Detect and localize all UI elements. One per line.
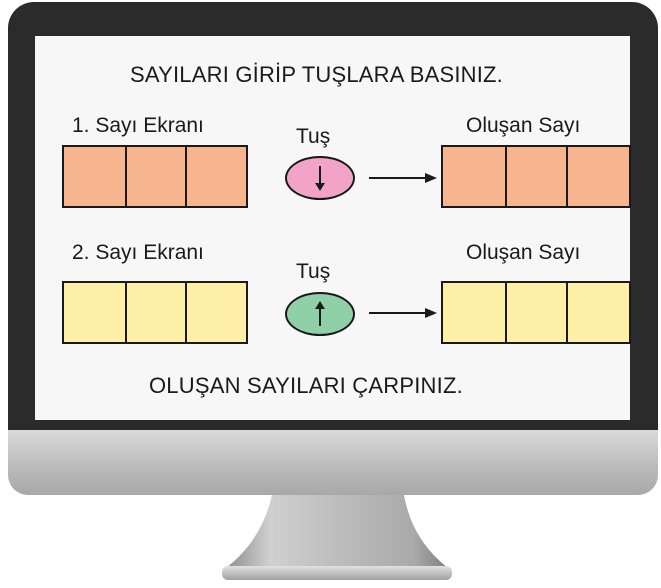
resulting-number-label: Oluşan Sayı <box>466 114 581 137</box>
digit-cell <box>504 147 567 206</box>
down-key-button[interactable] <box>285 156 355 200</box>
digit-cell <box>443 147 505 206</box>
digit-cell <box>443 283 505 342</box>
up-arrow-icon <box>315 301 325 326</box>
key-label: Tuş <box>296 260 331 283</box>
digit-cell[interactable] <box>64 283 125 342</box>
digit-cell[interactable] <box>185 283 247 342</box>
digit-cell[interactable] <box>64 147 125 206</box>
right-arrow-icon <box>369 173 437 183</box>
second-number-screen <box>62 281 248 344</box>
first-number-screen-label: 1. Sayı Ekranı <box>72 114 204 137</box>
down-arrow-icon <box>315 166 325 191</box>
screen: SAYILARI GİRİP TUŞLARA BASINIZ. 1. Sayı … <box>35 36 631 420</box>
first-number-screen <box>62 145 248 208</box>
right-arrow-icon <box>369 308 437 318</box>
first-resulting-number <box>441 145 631 208</box>
digit-cell[interactable] <box>124 283 186 342</box>
key-label: Tuş <box>296 125 331 148</box>
instruction-footer: OLUŞAN SAYILARI ÇARPINIZ. <box>149 373 463 398</box>
instruction-title: SAYILARI GİRİP TUŞLARA BASINIZ. <box>130 62 503 87</box>
resulting-number-label: Oluşan Sayı <box>466 241 581 264</box>
digit-cell <box>566 283 629 342</box>
digit-cell <box>504 283 567 342</box>
digit-cell[interactable] <box>185 147 247 206</box>
second-number-screen-label: 2. Sayı Ekranı <box>72 241 204 264</box>
monitor-chin <box>8 430 658 495</box>
up-key-button[interactable] <box>285 292 355 336</box>
digit-cell <box>566 147 629 206</box>
digit-cell[interactable] <box>124 147 186 206</box>
second-resulting-number <box>441 281 631 344</box>
